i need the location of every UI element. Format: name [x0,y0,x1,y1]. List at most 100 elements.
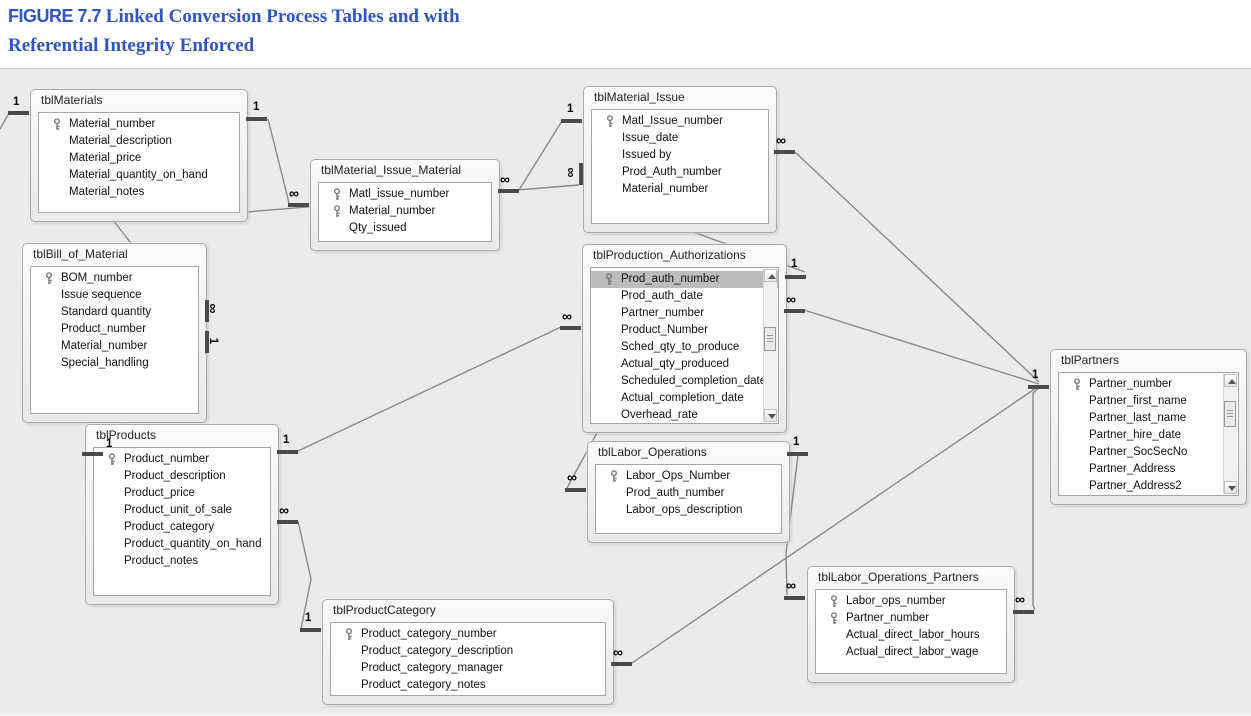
field-row-production_authorizations[interactable]: Sched_qty_to_produce [591,339,778,356]
table-title-labor_operations_partners[interactable]: tblLabor_Operations_Partners [818,570,979,584]
field-row-labor_operations[interactable]: Prod_auth_number [596,485,781,502]
figure-title-part1: Linked Conversion Process Tables and wit… [101,6,460,27]
scroll-up-button[interactable] [1224,374,1237,387]
field-row-products[interactable]: Product_unit_of_sale [94,502,270,519]
field-row-partners[interactable]: Partner_first_name [1059,393,1238,410]
field-row-labor_operations_partners[interactable]: Actual_direct_labor_hours [816,627,1006,644]
field-row-partners[interactable]: Partner_SocSecNo [1059,444,1238,461]
field-row-production_authorizations[interactable]: Actual_qty_produced [591,356,778,373]
field-row-products[interactable]: Product_description [94,468,270,485]
field-row-production_authorizations[interactable]: Overhead_rate [591,407,778,423]
field-row-material_issue[interactable]: Material_number [592,181,768,198]
field-row-product_category[interactable]: Product_category_number [331,626,605,643]
field-row-material_issue[interactable]: Prod_Auth_number [592,164,768,181]
field-row-products[interactable]: Product_number [94,451,270,468]
relationship-line-production_authorizations-to-partners[interactable] [803,309,1040,385]
table-title-labor_operations[interactable]: tblLabor_Operations [598,445,707,459]
field-name: Partner_last_name [1089,412,1187,424]
relationship-line-products-to-production_authorizations[interactable] [297,326,562,452]
field-row-products[interactable]: Product_price [94,485,270,502]
field-row-production_authorizations[interactable]: Scheduled_completion_date [591,373,778,390]
relationship-line-material_issue-to-material_issue_material[interactable] [518,120,563,191]
table-title-products[interactable]: tblProducts [96,428,157,442]
field-row-product_category[interactable]: Product_category_description [331,643,605,660]
relationship-line-material_issue-to-partners[interactable] [794,151,1040,383]
field-row-products[interactable]: Product_category [94,519,270,536]
table-title-product_category[interactable]: tblProductCategory [333,603,436,617]
table-title-partners[interactable]: tblPartners [1061,353,1120,367]
field-row-labor_operations[interactable]: Labor_ops_description [596,502,781,519]
field-name: Product_number [124,453,210,465]
field-row-product_category[interactable]: Product_category_manager [331,660,605,677]
field-row-materials[interactable]: Material_notes [39,184,239,201]
field-row-products[interactable]: Product_quantity_on_hand [94,536,270,553]
table-title-materials[interactable]: tblMaterials [41,93,103,107]
figure-number: FIGURE 7.7 [8,6,102,26]
field-row-production_authorizations[interactable]: Product_Number [591,322,778,339]
field-row-material_issue_material[interactable]: Qty_issued [319,220,491,237]
table-title-material_issue_material[interactable]: tblMaterial_Issue_Material [321,163,462,177]
field-row-labor_operations_partners[interactable]: Labor_ops_number [816,593,1006,610]
field-row-materials[interactable]: Material_price [39,150,239,167]
relationship-line-labor_operations-to-labor_operations_partners[interactable] [785,454,799,596]
field-row-materials[interactable]: Material_quantity_on_hand [39,167,239,184]
field-row-partners[interactable]: Partner_number [1059,376,1238,393]
field-row-material_issue_material[interactable]: Material_number [319,203,491,220]
field-row-bill_of_material[interactable]: Material_number [31,338,198,355]
field-row-bill_of_material[interactable]: BOM_number [31,270,198,287]
field-row-materials[interactable]: Material_description [39,133,239,150]
field-row-partners[interactable]: Partner_Address [1059,461,1238,478]
relationship-line-product_category-to-products[interactable] [297,520,312,630]
field-row-labor_operations_partners[interactable]: Actual_direct_labor_wage [816,644,1006,661]
field-row-partners[interactable]: Partner_hire_date [1059,427,1238,444]
relationship-line-production_authorizations-to-labor_operations[interactable] [566,430,599,489]
relationship-line-partners-to-labor_operations_partners[interactable] [1032,386,1041,611]
field-row-materials[interactable]: Material_number [39,116,239,133]
table-title-production_authorizations[interactable]: tblProduction_Authorizations [593,248,746,262]
relationship-end-bar [774,150,795,154]
field-row-material_issue_material[interactable]: Matl_issue_number [319,186,491,203]
scrollbar-production_authorizations[interactable] [763,269,777,422]
field-row-material_issue[interactable]: Issue_date [592,130,768,147]
scrollbar-thumb[interactable] [1224,401,1236,427]
primary-key-icon [829,595,839,610]
field-row-production_authorizations[interactable]: Prod_auth_number [591,271,778,288]
field-row-bill_of_material[interactable]: Product_number [31,321,198,338]
field-row-labor_operations[interactable]: Labor_Ops_Number [596,468,781,485]
cardinality-many-label: ∞ [279,502,289,518]
scroll-up-button[interactable] [764,269,777,282]
scroll-down-button[interactable] [1224,481,1237,494]
field-row-bill_of_material[interactable]: Special_handling [31,355,198,372]
field-row-products[interactable]: Product_notes [94,553,270,570]
scroll-down-button[interactable] [764,409,777,422]
field-row-production_authorizations[interactable]: Partner_number [591,305,778,322]
field-row-material_issue[interactable]: Matl_Issue_number [592,113,768,130]
field-row-partners[interactable]: Partner_Address2 [1059,478,1238,495]
table-title-bill_of_material[interactable]: tblBill_of_Material [33,247,128,261]
field-row-bill_of_material[interactable]: Standard quantity [31,304,198,321]
field-row-material_issue[interactable]: Issued by [592,147,768,164]
relationship-line-product_category-to-partners[interactable] [631,385,1040,664]
field-row-product_category[interactable]: Product_category_notes [331,677,605,694]
table-title-material_issue[interactable]: tblMaterial_Issue [594,90,685,104]
relationship-line-materials-edge-stub[interactable] [0,112,10,130]
relationship-line-materials-to-material_issue_material[interactable] [267,118,290,204]
field-row-labor_operations_partners[interactable]: Partner_number [816,610,1006,627]
scrollbar-partners[interactable] [1223,374,1237,494]
field-row-partners[interactable]: Partner_last_name [1059,410,1238,427]
field-row-production_authorizations[interactable]: Prod_auth_date [591,288,778,305]
field-row-production_authorizations[interactable]: Actual_completion_date [591,390,778,407]
scrollbar-thumb[interactable] [764,327,776,351]
field-row-bill_of_material[interactable]: Issue sequence [31,287,198,304]
